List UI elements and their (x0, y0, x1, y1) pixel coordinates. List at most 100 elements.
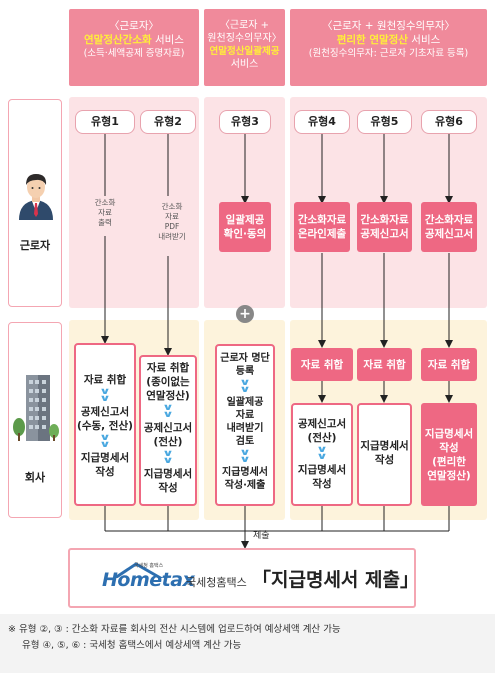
box-line: 간소화자료 (360, 214, 409, 226)
submit-title: 「지급명세서 제출」 (252, 569, 419, 591)
building-icon (13, 375, 59, 441)
worker-row-label: 근로자 (8, 99, 62, 307)
step-text: (수동, 전산) (77, 420, 133, 432)
header-3-line1: 〈근로자 + 원천징수의무자〉 (321, 20, 456, 32)
step-text: 연말정산) (427, 469, 471, 482)
step-text: 지급명세서 (80, 452, 130, 464)
step-text: 자료 취합 (146, 362, 190, 374)
header-3-line2: 편리한 연말정산 서비스 (290, 33, 487, 47)
type-1-company-process: 자료 취합 ∨∨ 공제신고서 (수동, 전산) ∨∨ 지급명세서 작성 (74, 343, 136, 506)
step-text: 공제신고서 (297, 418, 347, 430)
step-text: 근로자 명단 (220, 353, 270, 364)
step-text: (종이없는 (146, 376, 190, 388)
header-type1-2: 〈근로자〉 연말정산간소화 서비스 (소득·세액공제 증명자료) (69, 9, 199, 86)
label-line: PDF (164, 222, 180, 231)
step-text: 지급명세서 (297, 464, 347, 476)
box-line: 간소화자료 (424, 214, 474, 226)
type-6-badge: 유형6 (421, 110, 477, 134)
header-1-accent: 연말정산간소화 (84, 34, 152, 46)
type-5-worker-box: 간소화자료 공제신고서 (357, 202, 412, 252)
chevron-icon: ∨∨ (316, 445, 328, 462)
step-text: 공제신고서 (143, 422, 193, 434)
step-text: 지급명세서 (222, 467, 268, 478)
chevron-icon: ∨∨ (162, 449, 174, 466)
note-2: 유형 ④, ⑤, ⑥ : 국세청 홈택스에서 예상세액 계산 가능 (22, 640, 242, 651)
header-type3: 〈근로자 + 원천징수의무자〉 연말정산일괄제공 서비스 (204, 9, 285, 86)
label-line: 간소화 (161, 202, 183, 211)
hometax-brand: 국세청홈택스 (186, 576, 247, 589)
label-line: 자료 (98, 208, 112, 217)
type-3-company-process: 근로자 명단 등록 ∨∨ 일괄제공 자료 내려받기 검토 ∨∨ 지급명세서 작성… (215, 344, 275, 506)
box-line: 일괄제공 (225, 214, 265, 226)
step-text: 자료 (235, 410, 255, 421)
box-line: 온라인제출 (297, 228, 347, 240)
header-1-rest: 서비스 (151, 34, 184, 46)
step-text: (전산) (307, 432, 337, 444)
type-4-badge: 유형4 (294, 110, 350, 134)
type-1-badge: 유형1 (75, 110, 135, 134)
chevron-icon: ∨∨ (162, 403, 174, 420)
hometax-small-text: 국세청 홈택스 (134, 563, 164, 569)
step-text: 작성 (312, 478, 332, 490)
type-6-collect-box: 자료 취합 (421, 348, 477, 381)
step-text: 작성 (158, 482, 178, 494)
step-text: (전산) (153, 436, 183, 448)
step-text: 작성 (374, 454, 395, 466)
label-line: 출력 (98, 218, 112, 227)
type-5-collect-box: 자료 취합 (357, 348, 412, 381)
step-text: 연말정산) (146, 390, 190, 402)
header-1-line1: 〈근로자〉 (109, 20, 159, 32)
worker-label: 근로자 (19, 239, 51, 252)
type-4-company-process: 공제신고서 (전산) ∨∨ 지급명세서 작성 (291, 403, 353, 506)
box-line: 공제신고서 (360, 228, 409, 240)
type-4-worker-box: 간소화자료 온라인제출 (294, 202, 350, 252)
chevron-icon: ∨∨ (99, 387, 111, 404)
step-text: (편리한 (432, 455, 466, 468)
hometax-logo-text: Hometax (102, 569, 195, 591)
type-5-badge: 유형5 (357, 110, 412, 134)
type-3-badge: 유형3 (219, 110, 271, 134)
step-text: 작성·제출 (224, 480, 266, 491)
chevron-icon: ∨∨ (239, 378, 251, 395)
step-text: 지급명세서 (143, 468, 193, 480)
header-1-line2: 연말정산간소화 서비스 (69, 33, 199, 47)
step-text: 내려받기 (226, 423, 264, 434)
step-text: 지급명세서 (424, 427, 474, 440)
step-text: 작성 (95, 466, 115, 478)
type-6-worker-box: 간소화자료 공제신고서 (421, 202, 477, 252)
type-2-company-process: 자료 취합 (종이없는 연말정산) ∨∨ 공제신고서 (전산) ∨∨ 지급명세서… (139, 355, 197, 506)
header-2-line1: 〈근로자 + (219, 20, 270, 31)
plus-icon: + (236, 305, 254, 323)
header-3-accent: 편리한 연말정산 (336, 34, 408, 46)
header-1-line3: (소득·세액공제 증명자료) (83, 48, 185, 59)
header-2-line2: 원천징수의무자〉 (207, 33, 282, 44)
hometax-logo-icon (100, 562, 176, 598)
type-1-arrow-label: 간소화 자료 출력 (91, 198, 119, 228)
type-2-arrow-label: 간소화 자료 PDF 내려받기 (152, 202, 192, 242)
label-line: 내려받기 (158, 232, 186, 241)
hometax-submit-box: 국세청 홈택스 Hometax 국세청홈택스 「지급명세서 제출」 (68, 548, 419, 608)
box-line: 간소화자료 (297, 214, 347, 226)
header-type4-6: 〈근로자 + 원천징수의무자〉 편리한 연말정산 서비스 (원천징수의무자: 근… (290, 9, 487, 86)
step-text: 작성 (439, 441, 459, 454)
type-4-collect-box: 자료 취합 (291, 348, 353, 381)
step-text: 지급명세서 (360, 440, 409, 452)
company-label: 회사 (24, 471, 46, 484)
chevron-icon: ∨∨ (239, 448, 251, 465)
box-line: 확인·동의 (223, 228, 267, 240)
label-line: 자료 (165, 212, 179, 221)
step-text: 등록 (235, 366, 255, 377)
header-3-rest: 서비스 (407, 34, 441, 46)
submit-label: 제출 (253, 531, 270, 541)
label-line: 간소화 (94, 198, 116, 207)
type-3-worker-box: 일괄제공 확인·동의 (219, 202, 271, 252)
header-3-line3: (원천징수의무자: 근로자 기초자료 등록) (308, 48, 469, 59)
step-text: 일괄제공 (226, 397, 264, 408)
step-text: 공제신고서 (80, 406, 130, 418)
person-icon (19, 174, 53, 220)
note-1: ※ 유형 ②, ③ : 간소화 자료를 회사의 전산 시스템에 업로드하여 예상… (8, 624, 341, 635)
header-2-line3: 연말정산일괄제공 (209, 46, 280, 57)
step-text: 검토 (235, 436, 255, 447)
chevron-icon: ∨∨ (99, 433, 111, 450)
